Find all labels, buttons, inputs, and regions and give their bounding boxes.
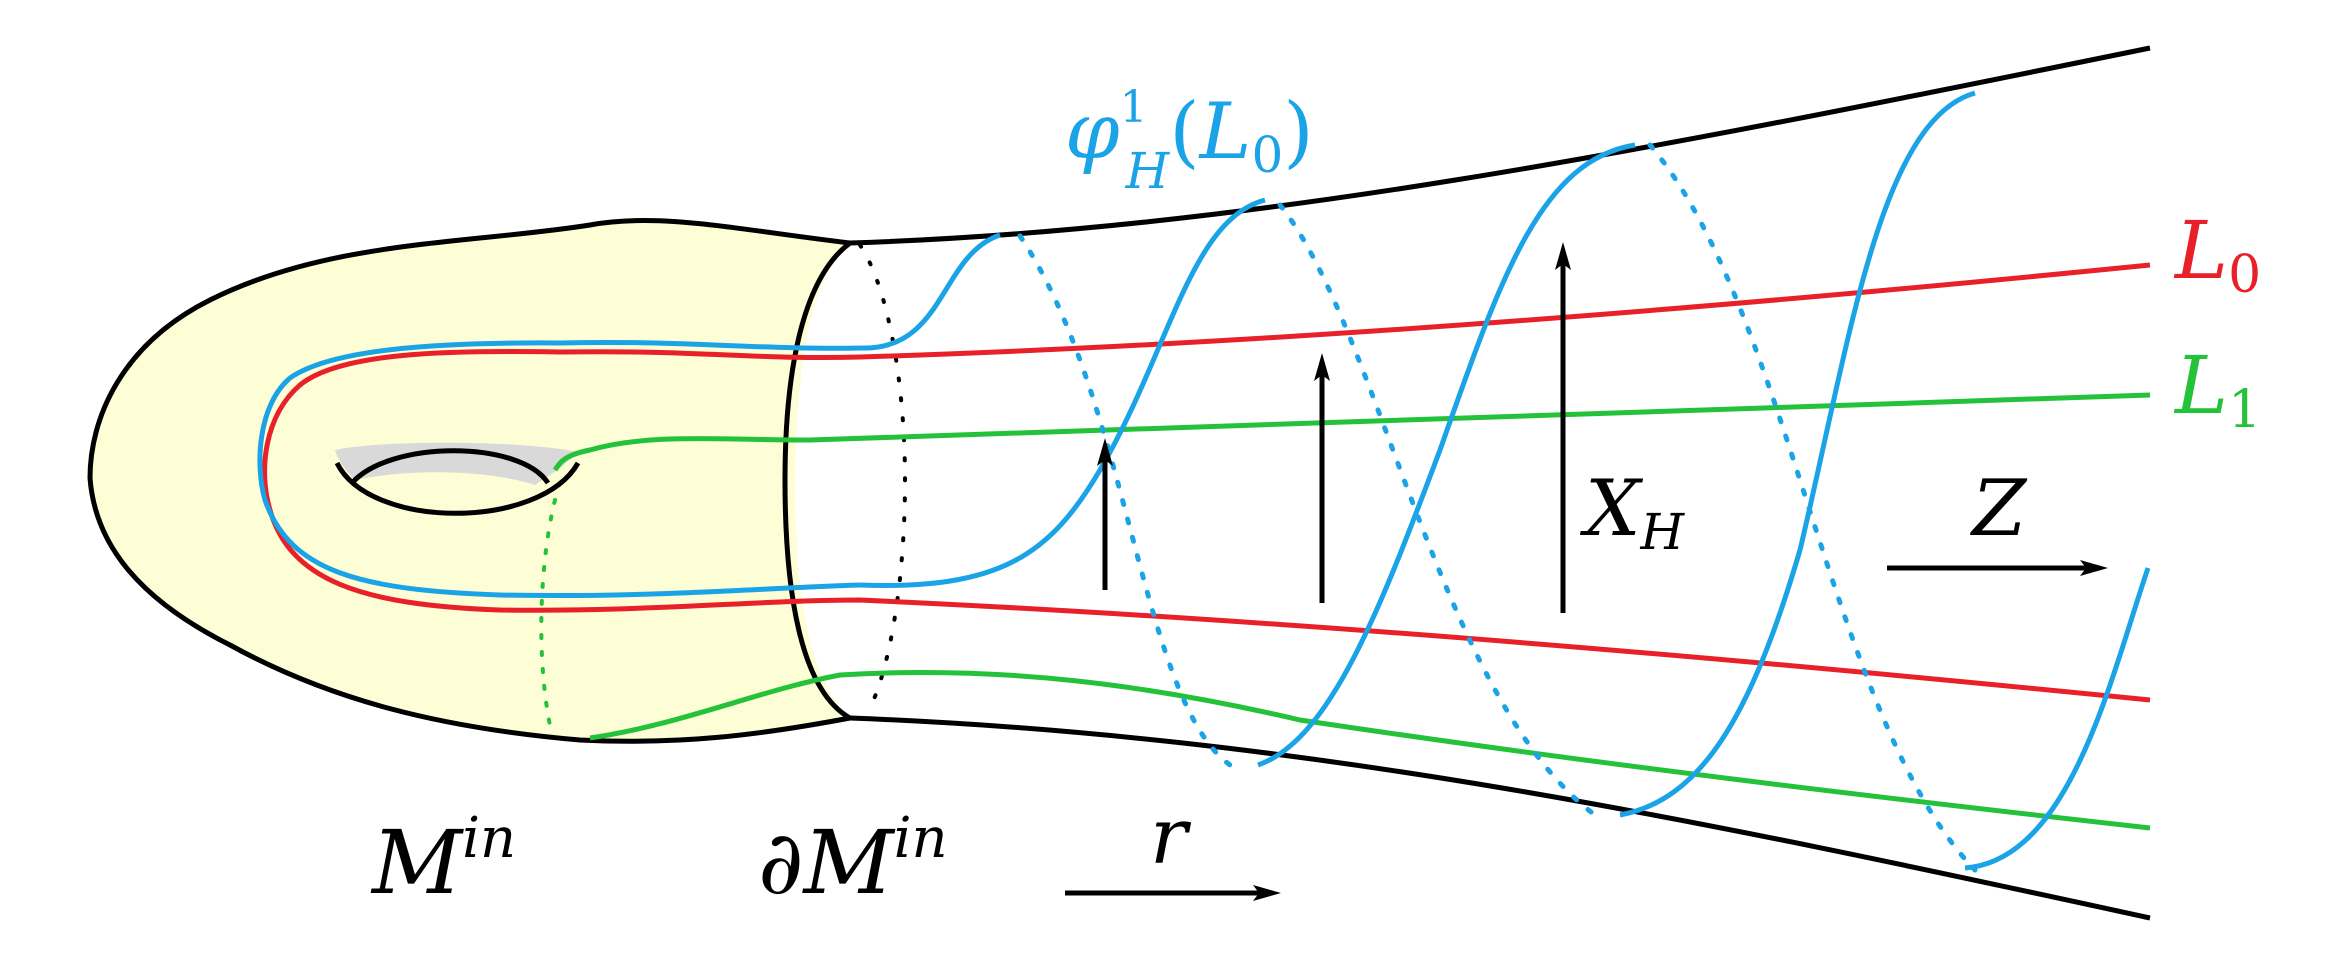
boundary-front-arc (782, 240, 852, 721)
surface-outline-bottom (849, 715, 2151, 921)
boundary-back-arc-dotted (858, 243, 908, 714)
xh-arrow-2 (1314, 353, 1330, 603)
label-r: r (1150, 792, 1192, 882)
curve-phi-dotted-1 (1017, 233, 1233, 768)
curve-phi-segment-2 (859, 197, 1266, 588)
label-m-in: Min (370, 806, 516, 914)
curve-phi-segment-5 (1964, 567, 2151, 871)
hole-lower-arc (334, 461, 581, 516)
interior-region-fill (90, 220, 850, 742)
hole-shadow (335, 442, 578, 485)
label-xh: XH (1579, 464, 1686, 561)
label-boundary-m-in: ∂Min (758, 806, 948, 914)
curve-phi-segment-4 (1619, 90, 1976, 818)
curve-phi-dotted-3 (1647, 142, 1978, 873)
curve-l1 (552, 392, 2151, 472)
curve-phi-segment-3 (1257, 142, 1636, 768)
label-z: Z (1969, 464, 2028, 554)
hole-upper-arc (350, 448, 551, 485)
surface-outline-top (849, 45, 2151, 246)
curve-phi-dotted-2 (1277, 202, 1598, 818)
curve-phi-segment-1 (861, 232, 1001, 351)
curve-l1-back-dotted (539, 498, 557, 737)
xh-arrow-1 (1097, 438, 1113, 590)
r-arrow (1065, 885, 1281, 901)
surface-outline-left (87, 218, 851, 744)
z-arrow (1887, 560, 2108, 576)
curve-phi-left-loop (257, 339, 863, 599)
label-l1: L1 (2173, 339, 2261, 440)
xh-arrow-3 (1555, 242, 1571, 613)
curve-l1-lower (589, 669, 2151, 831)
label-l0: L0 (2173, 204, 2261, 305)
curve-l0 (262, 262, 2151, 703)
